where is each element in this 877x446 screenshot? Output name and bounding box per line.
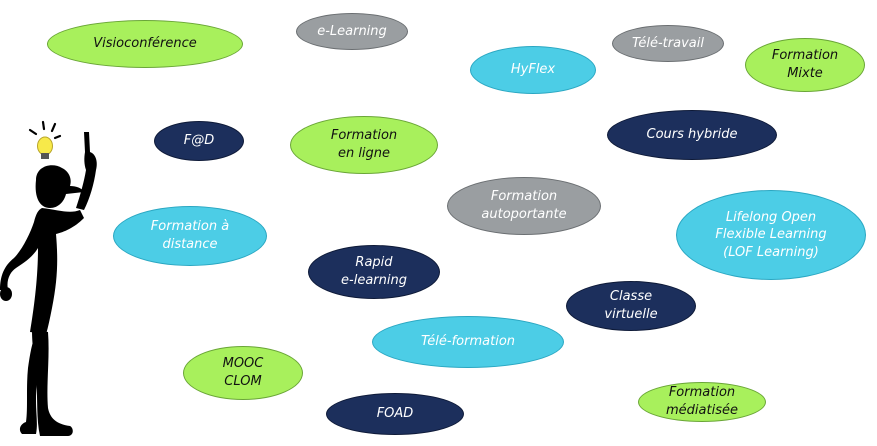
bubble-visioconference: Visioconférence bbox=[47, 20, 243, 68]
bubble-label: Classe virtuelle bbox=[604, 289, 658, 322]
bubble-formation-mediatisee: Formation médiatisée bbox=[638, 382, 766, 422]
bubble-label: Cours hybride bbox=[646, 127, 738, 143]
bubble-mooc-clom: MOOC CLOM bbox=[183, 346, 303, 400]
bubble-label: Formation autoportante bbox=[481, 189, 567, 222]
bubble-rapid-e-learning: Rapid e-learning bbox=[308, 245, 440, 299]
bubble-formation-autoportante: Formation autoportante bbox=[447, 177, 601, 235]
bubble-formation-en-ligne: Formation en ligne bbox=[290, 116, 438, 174]
bubble-label: MOOC CLOM bbox=[222, 356, 264, 389]
bubble-label: Visioconférence bbox=[93, 36, 197, 52]
bubble-label: e-Learning bbox=[317, 23, 387, 39]
bubble-hyflex: HyFlex bbox=[470, 46, 596, 94]
bubble-formation-mixte: Formation Mixte bbox=[745, 38, 865, 92]
idea-rays bbox=[28, 120, 62, 140]
bubble-label: HyFlex bbox=[510, 62, 556, 78]
bubble-cours-hybride: Cours hybride bbox=[607, 110, 777, 160]
bubble-label: Télé-formation bbox=[420, 334, 516, 350]
bubble-tele-formation: Télé-formation bbox=[372, 316, 564, 368]
bubble-label: Rapid e-learning bbox=[341, 255, 407, 288]
lightbulb-icon bbox=[37, 136, 53, 159]
bubble-label: Télé-travail bbox=[632, 35, 704, 51]
bubble-classe-virtuelle: Classe virtuelle bbox=[566, 281, 696, 331]
bubble-label: Lifelong Open Flexible Learning (LOF Lea… bbox=[715, 209, 827, 260]
bubble-label: Formation à distance bbox=[150, 219, 230, 252]
bubble-label: F@D bbox=[183, 133, 215, 149]
bubble-foad: FOAD bbox=[326, 393, 464, 435]
bubble-tele-travail: Télé-travail bbox=[612, 25, 724, 62]
thinking-man-lightbulb-icon bbox=[0, 120, 97, 436]
bubble-label: Formation en ligne bbox=[330, 128, 398, 161]
bubble-label: FOAD bbox=[376, 406, 414, 422]
bubble-lifelong-open-flexible-learning: Lifelong Open Flexible Learning (LOF Lea… bbox=[676, 190, 866, 280]
bubble-label: Formation médiatisée bbox=[666, 385, 738, 418]
bubble-formation-a-distance: Formation à distance bbox=[113, 206, 267, 266]
bubble-label: Formation Mixte bbox=[771, 48, 839, 81]
bubble-e-learning: e-Learning bbox=[296, 13, 408, 50]
bubble-fad: F@D bbox=[154, 121, 244, 161]
